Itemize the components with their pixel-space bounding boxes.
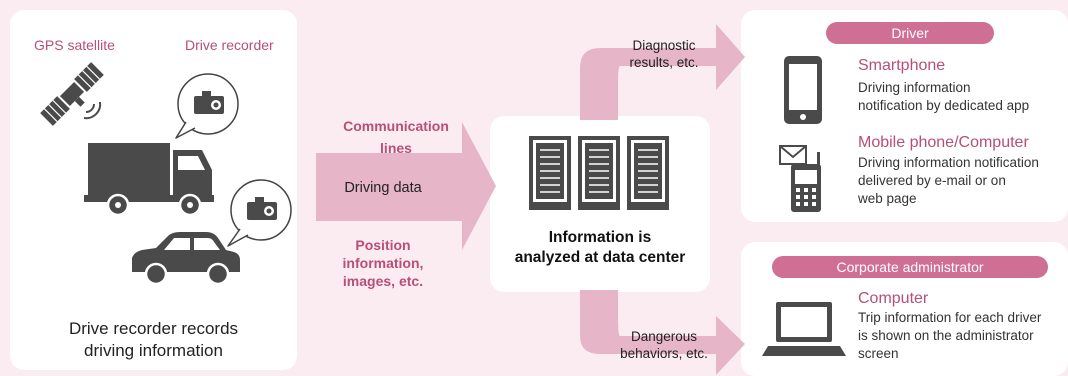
danger-line1: Dangerous	[630, 329, 698, 344]
admin-arrow	[580, 290, 745, 375]
mobile-desc-line1: Driving information notification	[858, 155, 1039, 170]
computer-desc: Trip information for each driver is show…	[858, 309, 1041, 363]
admin-header: Corporate administrator	[772, 256, 1048, 278]
data-center-line1: Information is	[548, 229, 652, 246]
driver-header: Driver	[826, 22, 994, 44]
diag-line2: results, etc.	[629, 55, 699, 70]
smartphone-desc-line1: Driving information	[858, 80, 971, 95]
dangerous-behaviors-label: Dangerous behaviors, etc.	[606, 328, 722, 362]
driver-arrow	[580, 24, 745, 120]
pos-line2: information,	[342, 255, 424, 271]
mobile-desc-line3: web page	[858, 191, 917, 206]
drive-recorder-label: Drive recorder	[185, 37, 274, 53]
data-center-caption: Information is analyzed at data center	[490, 228, 710, 268]
computer-desc-line1: Trip information for each driver	[858, 310, 1042, 325]
input-arrow	[316, 122, 496, 250]
data-center-line2: analyzed at data center	[514, 249, 686, 266]
position-info-label: Position information, images, etc.	[320, 236, 446, 290]
smartphone-desc: Driving information notification by dedi…	[858, 79, 1029, 115]
computer-title: Computer	[858, 290, 929, 307]
danger-line2: behaviors, etc.	[620, 346, 708, 361]
mobile-computer-title: Mobile phone/Computer	[858, 134, 1029, 151]
computer-desc-line2: is shown on the administrator	[858, 328, 1034, 343]
smartphone-desc-line2: notification by dedicated app	[858, 98, 1030, 113]
left-caption: Drive recorder records driving informati…	[10, 318, 297, 362]
pos-line1: Position	[355, 237, 411, 253]
driving-data-label: Driving data	[344, 180, 422, 196]
left-caption-line2: driving information	[84, 341, 223, 360]
smartphone-title: Smartphone	[858, 57, 946, 74]
diag-line1: Diagnostic	[632, 38, 696, 53]
comm-line1: Communication	[343, 118, 449, 134]
mobile-desc-line2: delivered by e-mail or on	[858, 173, 1006, 188]
mobile-computer-desc: Driving information notification deliver…	[858, 154, 1039, 208]
communication-lines-label: Communication lines	[320, 117, 472, 157]
diagnostic-results-label: Diagnostic results, etc.	[606, 37, 722, 71]
pos-line3: images, etc.	[342, 273, 424, 289]
left-caption-line1: Drive recorder records	[68, 319, 239, 338]
computer-desc-line3: screen	[858, 346, 899, 361]
comm-line2: lines	[380, 140, 412, 156]
gps-satellite-label: GPS satellite	[34, 37, 115, 53]
